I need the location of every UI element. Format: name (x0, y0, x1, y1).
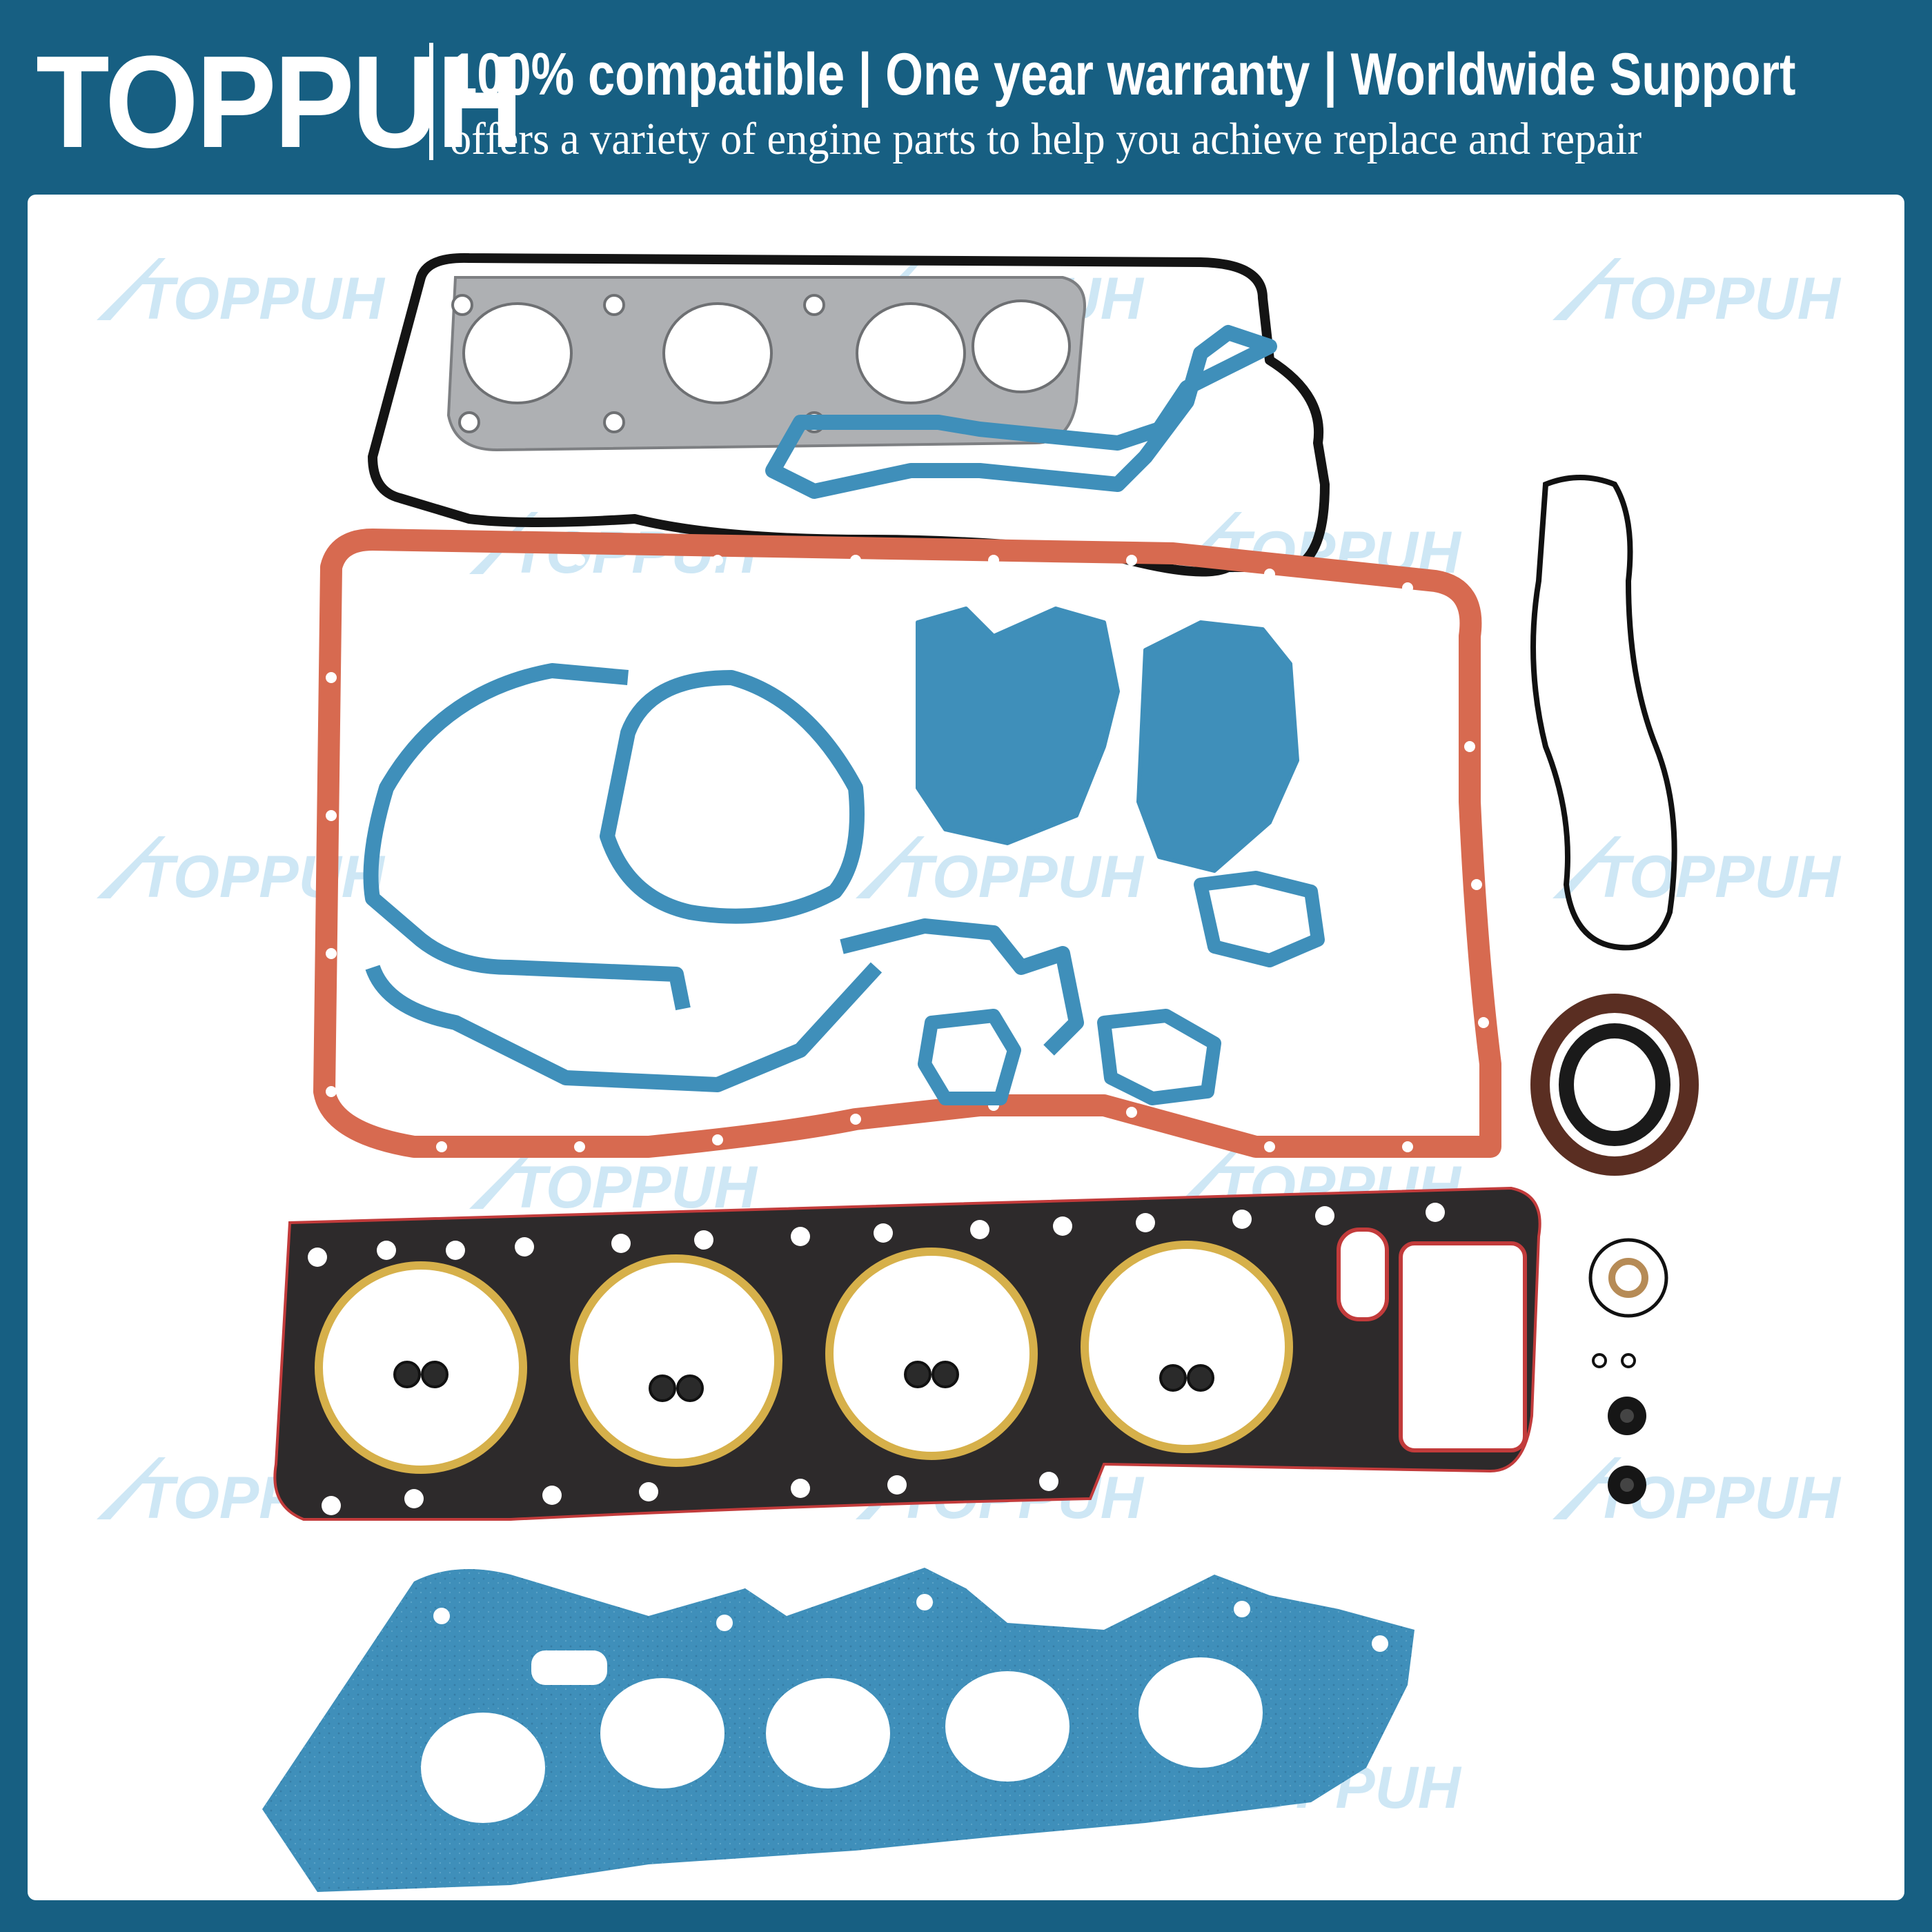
thermostat-gasket-c (1097, 1009, 1221, 1105)
brand-logo: TOPPUH (36, 29, 524, 175)
thermostat-gasket-b (918, 1009, 1021, 1105)
egr-gasket (1194, 871, 1325, 967)
oil-pan-gasket (313, 529, 1501, 1158)
thermostat-gasket-a (840, 918, 1084, 1056)
rear-cover-gasket (1136, 620, 1299, 873)
gasket-kit-illustration: TOPPUH TOPPUH TOPPUH TOPPUH TOPPUH (97, 253, 1842, 1892)
timing-cover-gasket-upper (765, 325, 1277, 499)
svg-text:TOPPUH: TOPPUH (1594, 844, 1842, 910)
header-divider (429, 43, 433, 160)
oil-pump-gasket (916, 607, 1120, 845)
cylinder-head-gasket (273, 1186, 1541, 1521)
header-banner: TOPPUH 100% compatible | One year warran… (0, 0, 1932, 195)
watermark-logo: TOPPUH (1552, 258, 1842, 332)
spark-plug-tube-seal (1530, 475, 1677, 951)
timing-cover-gasket-left (363, 663, 691, 1011)
product-photo-panel: TOPPUH TOPPUH TOPPUH TOPPUH TOPPUH (28, 195, 1904, 1900)
svg-text:TOPPUH: TOPPUH (138, 844, 386, 910)
watermark-logo: TOPPUH (97, 836, 386, 910)
crankshaft-seal (1530, 994, 1699, 1176)
watermark-logo: TOPPUH (1552, 836, 1842, 910)
intake-manifold-gasket (262, 1568, 1414, 1892)
watermark-logo: TOPPUH (1552, 1457, 1842, 1531)
svg-text:TOPPUH: TOPPUH (897, 844, 1145, 910)
watermark-logo: TOPPUH (97, 258, 386, 332)
timing-cover-gasket-lower (365, 962, 883, 1092)
blue-gasket-group (363, 607, 1325, 1105)
water-pump-gasket (600, 670, 865, 924)
svg-text:TOPPUH: TOPPUH (138, 266, 386, 332)
header-tagline: 100% compatible | One year warranty | Wo… (450, 41, 1796, 108)
svg-text:TOPPUH: TOPPUH (1594, 266, 1842, 332)
small-seals (1588, 1238, 1668, 1504)
exhaust-manifold-gasket (446, 276, 1086, 452)
watermark-logo: TOPPUH (856, 836, 1145, 910)
header-subline: offers a variety of engine parts to help… (450, 114, 1642, 164)
